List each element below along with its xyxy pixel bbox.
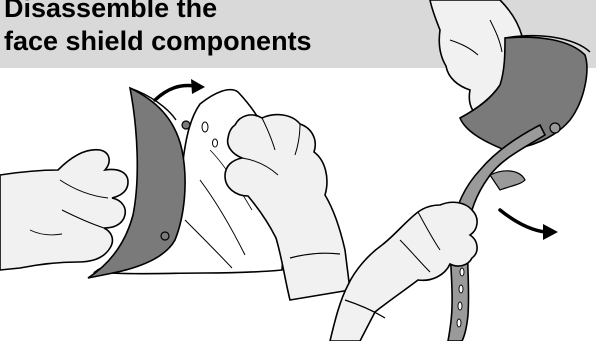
glove-crease xyxy=(449,39,479,56)
glove-crease xyxy=(61,209,105,229)
film-hole xyxy=(212,138,218,148)
glove-crease xyxy=(261,117,276,151)
page-title: Disassemble the face shield components xyxy=(4,0,312,58)
glove-crease xyxy=(29,229,63,236)
glove-crease xyxy=(399,239,431,273)
title-line-1: Disassemble the xyxy=(4,0,218,23)
strap-buckle xyxy=(489,170,526,191)
visor-pin xyxy=(549,122,561,134)
glove-crease xyxy=(59,179,109,199)
visor-frame-edge xyxy=(129,87,177,121)
glove-crease xyxy=(489,19,503,53)
visor-pin xyxy=(160,231,170,241)
left-hand-glove xyxy=(0,148,129,271)
curved-arrow-icon xyxy=(498,208,558,240)
glove-crease xyxy=(294,123,301,156)
film-crease xyxy=(199,179,246,256)
glove-crease xyxy=(417,211,441,251)
strap-hole xyxy=(458,284,464,294)
glove-cuff xyxy=(289,252,341,259)
right-scene xyxy=(329,0,591,341)
lower-hand-glove xyxy=(329,201,478,341)
glove-crease xyxy=(241,157,279,176)
title-line-2: face shield components xyxy=(4,26,312,56)
strap-hole xyxy=(459,267,465,277)
visor-frame-edge xyxy=(504,35,591,53)
film-hole xyxy=(201,121,209,133)
strap-hole xyxy=(456,318,462,328)
left-scene xyxy=(0,79,351,301)
curved-arrow-icon xyxy=(153,79,205,102)
strap-hole xyxy=(457,301,463,311)
visor-frame xyxy=(87,86,186,279)
glove-cuff xyxy=(344,299,386,319)
visor-pin xyxy=(181,120,191,130)
title-band xyxy=(0,0,430,68)
film-crease xyxy=(184,219,233,269)
